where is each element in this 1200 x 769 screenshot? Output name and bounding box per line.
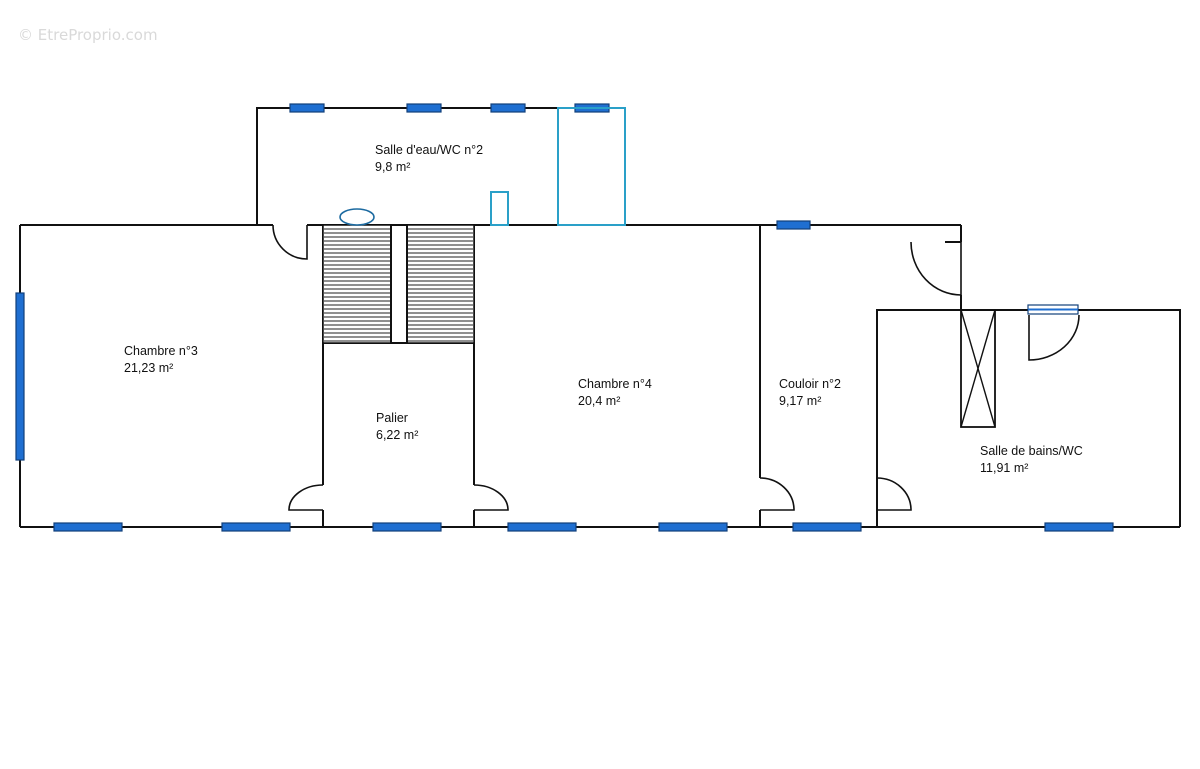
closet-cross <box>960 309 996 428</box>
wall-annex <box>256 107 625 225</box>
room-area-palier: 6,22 m² <box>376 428 418 442</box>
room-name-palier: Palier <box>376 411 408 425</box>
toilet-icon <box>490 191 509 226</box>
window <box>507 522 577 532</box>
window <box>53 522 123 532</box>
washbasin-icon <box>339 208 375 226</box>
room-name-chambre-4: Chambre n°4 <box>578 377 652 391</box>
doors <box>272 224 1080 511</box>
window <box>15 292 25 461</box>
room-area-salle-de-bains: 11,91 m² <box>980 461 1028 475</box>
room-area-couloir-2: 9,17 m² <box>779 394 821 408</box>
door-swing <box>473 484 509 511</box>
room-labels: Salle d'eau/WC n°2 9,8 m² Chambre n°3 21… <box>124 143 1083 475</box>
room-name-salle-deau: Salle d'eau/WC n°2 <box>375 143 483 157</box>
staircase <box>322 224 475 344</box>
stair-steps <box>324 228 473 342</box>
window <box>406 103 442 113</box>
door-swing <box>910 241 962 296</box>
windows <box>15 103 1114 532</box>
room-area-chambre-4: 20,4 m² <box>578 394 620 408</box>
window <box>1044 522 1114 532</box>
door-swing <box>759 477 795 511</box>
window <box>289 103 325 113</box>
door-swing <box>1028 314 1080 361</box>
room-name-chambre-3: Chambre n°3 <box>124 344 198 358</box>
window <box>776 220 811 230</box>
door-swing <box>876 477 912 511</box>
room-name-salle-de-bains: Salle de bains/WC <box>980 444 1083 458</box>
window <box>658 522 728 532</box>
room-area-chambre-3: 21,23 m² <box>124 361 173 375</box>
window <box>221 522 291 532</box>
shower-icon <box>557 107 626 226</box>
fixtures <box>339 107 996 428</box>
room-area-salle-deau: 9,8 m² <box>375 160 410 174</box>
window <box>372 522 442 532</box>
door-swing <box>272 224 308 260</box>
room-name-couloir-2: Couloir n°2 <box>779 377 841 391</box>
window <box>792 522 862 532</box>
closet-icon <box>960 309 996 428</box>
watermark: © EtreProprio.com <box>18 26 158 44</box>
door-swing <box>288 484 324 511</box>
window <box>490 103 526 113</box>
